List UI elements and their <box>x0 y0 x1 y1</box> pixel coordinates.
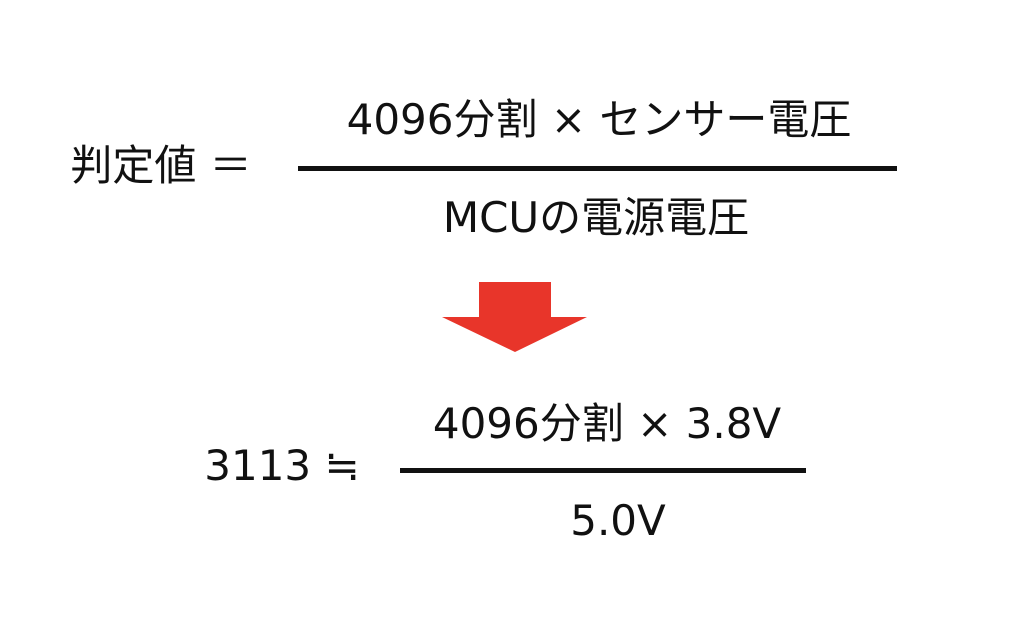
fraction-bar <box>400 468 806 473</box>
fraction-bar <box>298 166 897 171</box>
formula-numerator: 4096分割 × センサー電圧 <box>346 95 852 144</box>
down-arrow-shape <box>442 282 587 352</box>
formula-lhs: 判定値 ＝ <box>70 141 252 190</box>
example-numerator: 4096分割 × 3.8V <box>432 399 782 448</box>
example-denominator: 5.0V <box>570 496 666 545</box>
example-lhs: 3113 ≒ <box>204 441 360 490</box>
formula-denominator: MCUの電源電圧 <box>442 193 750 242</box>
